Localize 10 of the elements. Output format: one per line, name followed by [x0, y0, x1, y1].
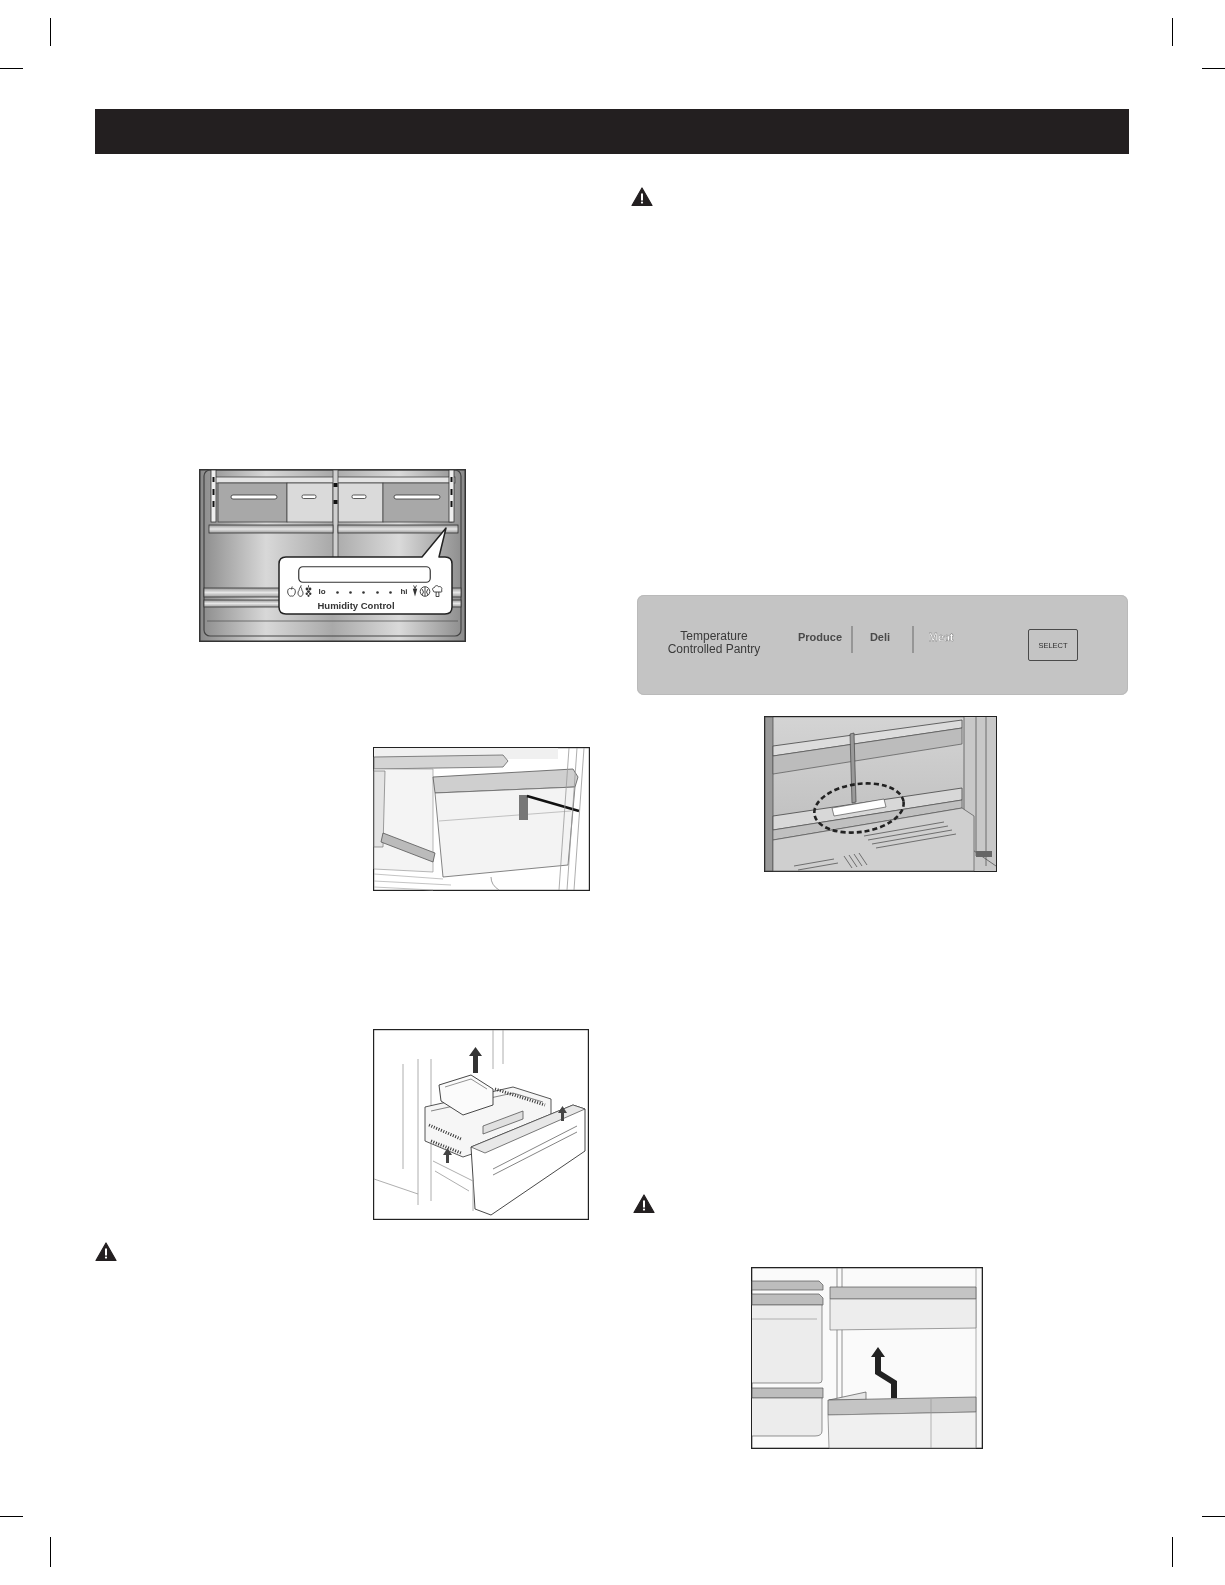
- scale-label: lo: [318, 587, 326, 596]
- mode-label: Produce: [798, 631, 842, 643]
- callout-title: Humidity Control: [317, 600, 395, 611]
- mode-label: Deli: [869, 631, 891, 643]
- mode-label: Meat: [928, 631, 954, 643]
- scale-label: hi: [400, 587, 408, 596]
- panel-title: Temperature Controlled Pantry: [666, 630, 762, 656]
- callout-bubble: [278, 527, 453, 615]
- display-window: [298, 566, 431, 583]
- control-panel: [637, 595, 1128, 695]
